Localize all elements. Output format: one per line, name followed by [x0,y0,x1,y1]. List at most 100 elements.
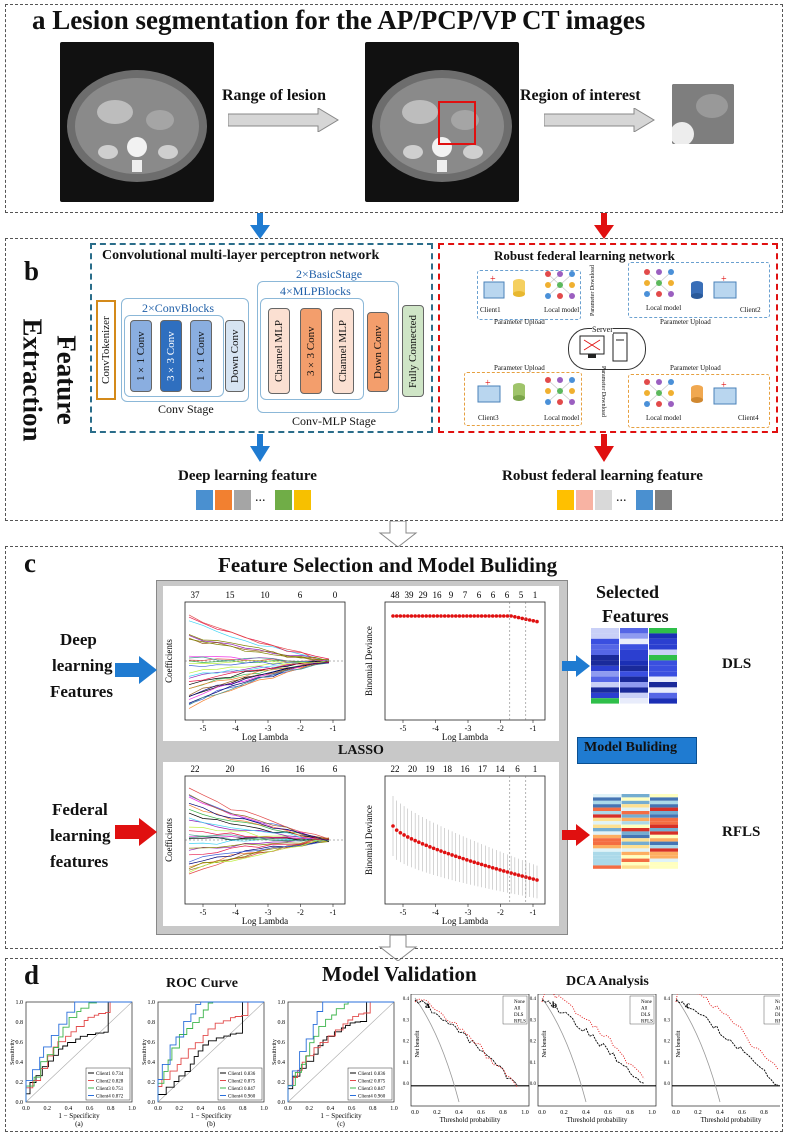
dca-x-tick: 0.8 [760,1110,768,1116]
dca-dls-line [414,999,518,1085]
hospital-icon-4: + [713,380,737,405]
deviance-point [476,614,480,618]
deviance-point [461,856,465,861]
roc-curve [157,1001,264,1102]
heatmap-cell [620,682,648,688]
fully-connected-label: Fully Connected [407,314,419,388]
dca-x-tick: 0.0 [538,1110,546,1116]
conv-tokenizer-label: ConvTokenizer [100,316,112,384]
deviance-point [494,614,499,618]
ct-scan-1-graphic [67,70,207,182]
coef-path [188,839,330,875]
heatmap-cell [650,814,678,818]
heatmap-cell [649,660,677,666]
dca-y-tick: 0.4 [530,997,537,1002]
arrow2-label: Region of interest [520,87,641,104]
roc-x-tick: 0.4 [197,1106,205,1112]
panel-c-letter: c [24,548,36,578]
lasso-top-count: 0 [333,590,338,600]
heatmap-cell [621,817,650,822]
heatmap-cell [591,687,619,693]
heatmap-cell [591,655,619,661]
heatmap-cell [621,855,650,859]
roc-x-tick: 1.0 [128,1106,136,1112]
arrow-lasso-to-dls [562,655,590,677]
deviance-point [490,865,495,870]
heatmap-cell [593,831,621,835]
deviance-point [509,614,513,618]
coef-path [188,661,330,682]
heatmap-cell [650,804,678,808]
deviance-point [413,614,417,618]
roc-curve [157,1001,264,1102]
heatmap-cell [649,692,677,699]
deviance-point [487,614,491,618]
deviance-point [409,614,414,618]
roc-curve [157,1001,264,1102]
heatmap-cell [593,855,621,859]
roc-x-tick: 0.0 [154,1106,162,1112]
neural-net-icon [545,271,575,299]
deviance-point [505,870,510,874]
rfl-network-box [438,243,778,433]
heatmap-cell [621,838,650,842]
model-building-label: Model Buliding [584,740,677,755]
dca-legend-entry: RFLS [514,1020,526,1025]
dca-x-tick: 0.8 [626,1110,634,1116]
server-label: Server [592,325,613,334]
lasso-axes-box [384,775,546,905]
roc-x-tick: 0.2 [43,1106,51,1112]
deviance-point [479,614,484,618]
deviance-point [527,618,532,622]
coef-path [188,841,330,870]
lasso-top-count: 7 [463,590,468,600]
lasso-label: LASSO [338,743,384,758]
lasso-y-label: Coefficients [164,639,174,683]
coef-path [188,836,330,842]
roc-y-tick: 0.2 [148,1080,156,1086]
down-conv-label: Down Conv [229,329,241,383]
dca-legend-entry: None [775,1000,780,1005]
heatmap-cell [650,824,678,828]
heatmap-cell [649,698,677,704]
deviance-point [435,614,440,618]
dca-title: DCA Analysis [566,974,649,989]
deviance-point [402,833,406,837]
heatmap-cell [593,838,621,842]
dca-legend-entry: All [641,1007,648,1012]
heatmap-cell [621,831,650,835]
heatmap-cell [649,671,677,677]
deep-feat-swatch-3 [234,490,251,510]
ct-scan-2-graphic [372,70,512,182]
lasso-top-panel [163,586,559,741]
dca-x-tick: 0.6 [604,1110,612,1116]
dca-legend-entry: None [514,1000,526,1005]
conv1x1b-block: 1×1 Conv [190,320,212,392]
arrow-lasso-to-rfls [562,824,590,846]
svg-text:+: + [721,274,727,285]
deviance-point [391,824,395,828]
dca-y-tick: 0.1 [403,1061,410,1066]
coef-path [188,837,330,871]
heatmap-cell [650,855,678,859]
cmlp-title: Convolutional multi-layer perceptron net… [102,248,380,263]
dca-y-tick: 0.4 [403,997,410,1002]
roc-curve [287,1001,394,1102]
param-upload-4: Parameter Upload [670,364,721,372]
roc-y-tick: 1.0 [148,1000,156,1006]
lasso-top-count: 16 [261,764,271,774]
coef-path [188,787,330,840]
heatmap-cell [621,800,650,805]
deviance-point [527,876,532,880]
mlp-blocks-label: 4×MLPBlocks [280,284,351,298]
lasso-x-tick-label: -4 [232,908,239,917]
deviance-point [398,830,403,835]
mlp-blocks-box [260,298,364,400]
heatmap-cell [620,676,648,682]
roc-x-label: 1 − Specificity [58,1112,100,1120]
deviance-point [520,874,525,878]
lasso-x-label: Log Lambda [242,916,288,926]
roc-legend-entry: Client2 0.828 [96,1080,124,1085]
heatmap-cell [591,665,619,672]
roc-x-tick: 1.0 [260,1106,268,1112]
